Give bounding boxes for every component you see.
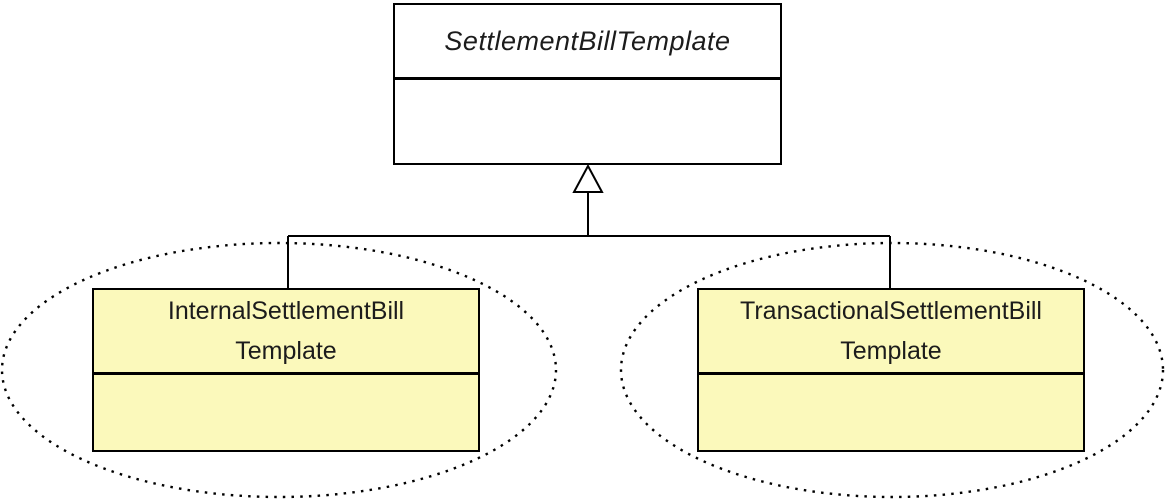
class-node-internal-settlement-bill-template: InternalSettlementBill Template <box>92 288 480 452</box>
attributes-compartment <box>94 375 478 450</box>
inheritance-connector-lines <box>287 192 891 288</box>
class-name-label: SettlementBillTemplate <box>444 25 731 56</box>
class-name-line-2: Template <box>840 337 942 365</box>
class-title: TransactionalSettlementBill Template <box>699 290 1083 375</box>
class-node-settlement-bill-template: SettlementBillTemplate <box>393 3 782 165</box>
class-title: SettlementBillTemplate <box>395 5 780 80</box>
left-group-ellipse <box>0 241 558 499</box>
inheritance-triangle-icon <box>572 163 604 193</box>
class-name-line-1: TransactionalSettlementBill <box>740 297 1042 325</box>
class-node-transactional-settlement-bill-template: TransactionalSettlementBill Template <box>697 288 1085 452</box>
class-title: InternalSettlementBill Template <box>94 290 478 375</box>
attributes-compartment <box>699 375 1083 450</box>
attributes-compartment <box>395 80 780 163</box>
right-group-ellipse <box>619 241 1165 499</box>
class-name-line-1: InternalSettlementBill <box>167 297 405 325</box>
class-name-line-2: Template <box>235 337 337 365</box>
